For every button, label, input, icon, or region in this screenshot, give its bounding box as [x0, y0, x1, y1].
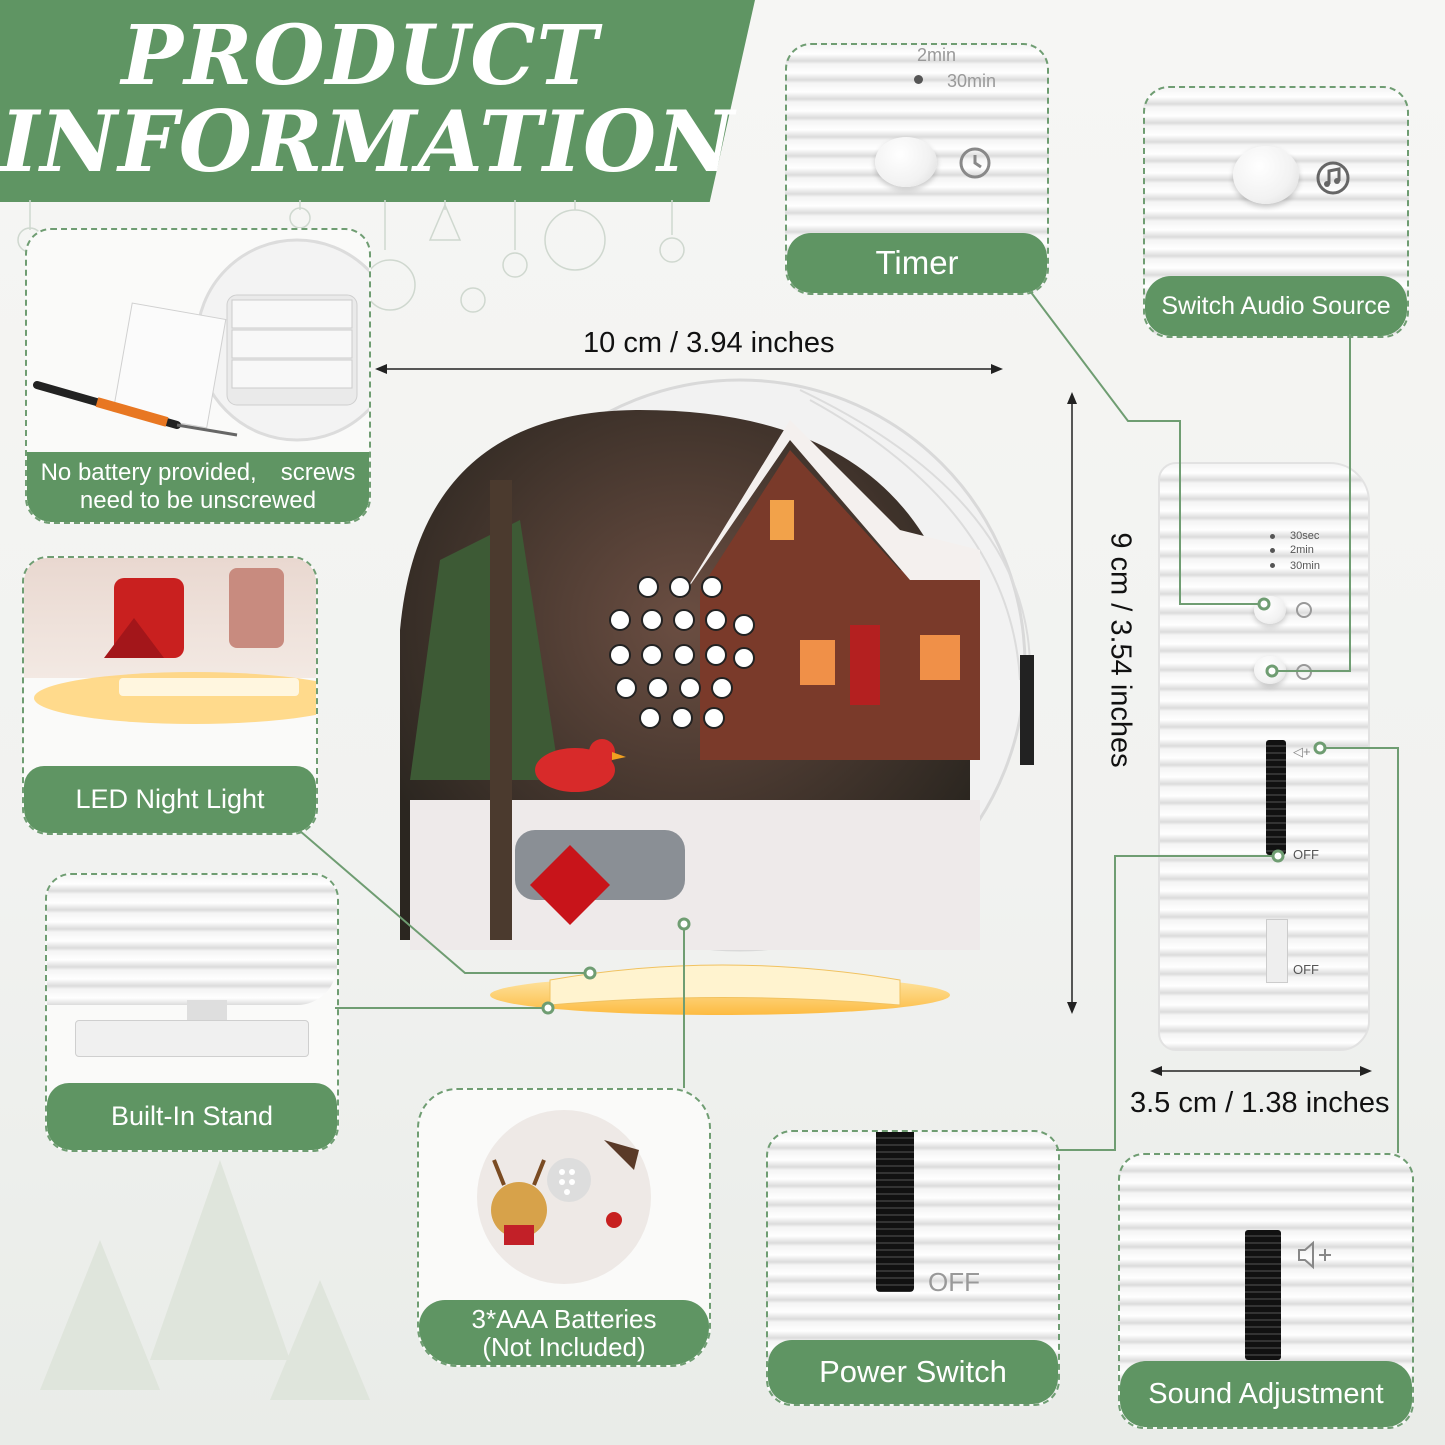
- timer-icon: [959, 147, 991, 179]
- audio-panel: Switch Audio Source: [1143, 86, 1409, 338]
- led-glow-illustration: [34, 568, 316, 724]
- side-timer-dot3: [1270, 563, 1275, 568]
- power-panel-label: Power Switch: [768, 1340, 1058, 1404]
- width-arrow: [375, 364, 1003, 374]
- timer-opt2-dot: [914, 75, 923, 84]
- width-dimension: 10 cm / 3.94 inches: [583, 327, 835, 359]
- side-timer-dot1: [1270, 534, 1275, 539]
- aaa-panel: 3*AAA Batteries (Not Included): [417, 1088, 711, 1367]
- side-timer-icon: [1296, 602, 1312, 618]
- side-volume-icon: ◁+: [1293, 744, 1311, 759]
- stand-base: [75, 1020, 309, 1057]
- battery-label-line2: need to be unscrewed: [79, 487, 317, 514]
- battery-panel: No battery provided, screws need to be u…: [25, 228, 371, 524]
- side-audio-button[interactable]: [1254, 656, 1286, 684]
- audio-panel-label: Switch Audio Source: [1145, 276, 1407, 336]
- battery-label-line1: No battery provided, screws: [40, 459, 356, 486]
- sound-panel-label: Sound Adjustment: [1120, 1361, 1412, 1427]
- header-title-line1: PRODUCT: [121, 8, 599, 104]
- timer-button[interactable]: [875, 137, 937, 187]
- side-timer-button[interactable]: [1254, 596, 1286, 624]
- side-timer-30min: 30min: [1290, 560, 1320, 572]
- depth-arrow: [1150, 1066, 1372, 1076]
- depth-dimension: 3.5 cm / 1.38 inches: [1130, 1087, 1390, 1119]
- side-timer-2min: 2min: [1290, 544, 1314, 556]
- side-mode-switch[interactable]: [1266, 919, 1288, 983]
- sound-panel: Sound Adjustment: [1118, 1153, 1414, 1429]
- side-timer-dot2: [1270, 548, 1275, 553]
- side-off-2: OFF: [1293, 962, 1319, 977]
- volume-slider[interactable]: [1245, 1230, 1281, 1360]
- music-note-icon: [1316, 161, 1350, 195]
- tree-decoration: [40, 1160, 370, 1400]
- header-banner: [0, 0, 755, 202]
- battery-panel-label: No battery provided, screws need to be u…: [27, 452, 369, 522]
- volume-up-icon: [1298, 1240, 1331, 1270]
- side-volume-slider[interactable]: [1266, 740, 1286, 855]
- audio-source-button[interactable]: [1233, 146, 1299, 204]
- timer-opt1: 2min: [917, 45, 957, 65]
- side-music-icon: [1296, 664, 1312, 680]
- aaa-panel-label: 3*AAA Batteries (Not Included): [419, 1300, 709, 1365]
- timer-panel-label: Timer: [787, 233, 1047, 293]
- aaa-label-line1: 3*AAA Batteries: [471, 1303, 657, 1334]
- battery-compartment-illustration: [33, 238, 369, 442]
- led-panel-label: LED Night Light: [24, 766, 316, 833]
- stand-device-side: [47, 875, 337, 1005]
- side-off-1: OFF: [1293, 847, 1319, 862]
- aaa-illustration: [477, 1110, 651, 1284]
- aaa-label-line2: (Not Included): [482, 1331, 646, 1362]
- product-main-view: [400, 378, 1034, 1015]
- product-side-view: 30sec 2min 30min ◁+ OFF OFF: [1158, 462, 1370, 1051]
- height-dimension: 9 cm / 3.54 inches: [1104, 532, 1137, 768]
- power-panel: OFF Power Switch: [766, 1130, 1060, 1406]
- led-panel: LED Night Light: [22, 556, 318, 835]
- power-switch-slider[interactable]: [876, 1132, 914, 1292]
- timer-opt2: 30min: [947, 71, 997, 91]
- header-title-line2: INFORMATION: [0, 92, 736, 191]
- height-arrow: [1067, 392, 1077, 1014]
- power-off-text: OFF: [928, 1267, 980, 1297]
- stand-panel: Built-In Stand: [45, 873, 339, 1152]
- side-timer-30sec: 30sec: [1290, 530, 1320, 542]
- timer-panel: 2min 30min Timer: [785, 43, 1049, 295]
- stand-panel-label: Built-In Stand: [47, 1083, 337, 1150]
